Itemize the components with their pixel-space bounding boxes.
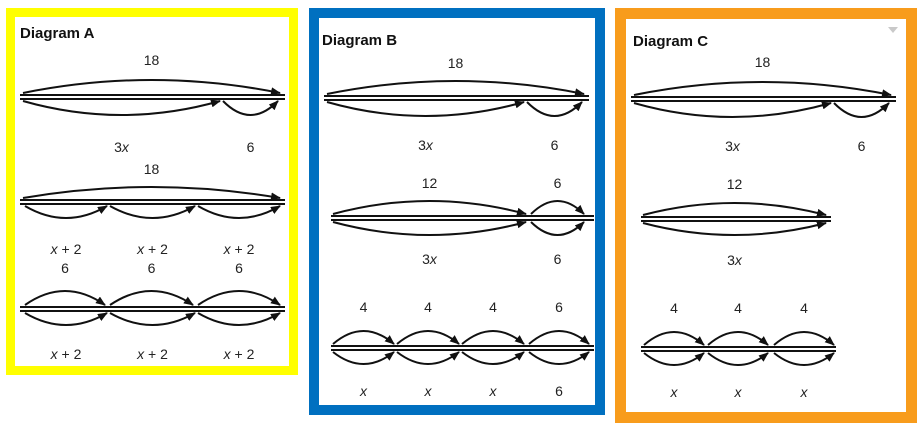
jump-arrow-bottom	[707, 352, 769, 366]
diagram-a-panel: Diagram A 18 3x 6 18 x + 2 x + 2 x + 2 6 6 6 x + 2…	[6, 8, 298, 375]
jump-arrow-bottom	[24, 205, 108, 219]
jump-arrow-bottom	[197, 312, 281, 326]
segment-label: 6	[148, 260, 156, 276]
jump-arrow-bottom	[528, 351, 590, 365]
segment-label: 18	[755, 54, 771, 70]
segment-label: x + 2	[223, 346, 255, 362]
jump-arrow-top	[332, 200, 527, 216]
jump-arrow-top	[633, 81, 892, 98]
jump-arrow-bottom	[526, 101, 583, 117]
jump-arrow-bottom	[109, 205, 196, 219]
jump-arrow-bottom	[332, 351, 395, 365]
segment-label: 3x	[114, 139, 130, 155]
segment-label: 4	[424, 299, 432, 315]
jump-arrow-bottom	[530, 221, 585, 236]
jump-arrow-bottom	[396, 351, 460, 365]
jump-arrow-bottom	[109, 312, 196, 326]
segment-label: 6	[551, 137, 559, 153]
segment-label: 3x	[422, 251, 438, 267]
jump-arrow-bottom	[633, 101, 832, 118]
diagram-a-drawing: 18 3x 6 18 x + 2 x + 2 x + 2 6 6 6 x + 2 x + 2 x + 2	[20, 52, 285, 362]
jump-arrow-bottom	[326, 100, 525, 117]
segment-label: 6	[61, 260, 69, 276]
segment-label: 18	[144, 52, 160, 68]
jump-arrow-top	[396, 330, 460, 345]
segment-label: 3x	[727, 252, 743, 268]
segment-label: x	[670, 384, 679, 400]
segment-label: 4	[800, 300, 808, 316]
diagram-c-drawing: 18 3x 6 12 3x 4 4 4 x x x	[631, 54, 896, 400]
jump-arrow-bottom	[24, 312, 108, 326]
segment-label: 6	[235, 260, 243, 276]
jump-arrow-top	[22, 79, 281, 96]
segment-label: x	[489, 383, 498, 399]
segment-label: x + 2	[223, 241, 255, 257]
diagram-c-panel: Diagram C 18 3x 6 12 3x 4 4 4 x x x	[615, 8, 917, 423]
jump-arrow-bottom	[332, 220, 527, 236]
segment-label: x	[424, 383, 433, 399]
jump-arrow-top	[642, 202, 827, 217]
jump-arrow-bottom	[643, 352, 705, 366]
segment-label: 6	[555, 383, 563, 399]
segment-label: 12	[727, 176, 743, 192]
diagram-c-title: Diagram C	[633, 33, 709, 50]
segment-label: 4	[670, 300, 678, 316]
segment-label: 6	[554, 175, 562, 191]
jump-arrow-top	[530, 200, 585, 215]
segment-label: x + 2	[136, 346, 168, 362]
segment-label: 6	[858, 138, 866, 154]
jump-arrow-top	[109, 290, 194, 306]
segment-label: x	[734, 384, 743, 400]
jump-arrow-top	[24, 290, 106, 306]
jump-arrow-bottom	[22, 99, 221, 116]
jump-arrow-top	[528, 330, 590, 345]
jump-arrow-bottom	[773, 352, 835, 366]
diagram-b-panel: Diagram B 18 3x 6 12 6 3x 6 4 4 4 6 x x x 6	[309, 8, 605, 415]
segment-label: 6	[555, 299, 563, 315]
segment-label: 3x	[418, 137, 434, 153]
segment-label: 18	[448, 55, 464, 71]
segment-label: x + 2	[136, 241, 168, 257]
jump-arrow-top	[326, 80, 585, 97]
segment-label: 3x	[725, 138, 741, 154]
segment-label: 4	[734, 300, 742, 316]
segment-label: 12	[422, 175, 438, 191]
jump-arrow-top	[643, 331, 705, 346]
jump-arrow-top	[707, 331, 769, 346]
jump-arrow-top	[461, 330, 525, 345]
segment-label: x + 2	[50, 241, 82, 257]
segment-label: 18	[144, 161, 160, 177]
diagram-a-title: Diagram A	[20, 25, 95, 42]
jump-arrow-bottom	[461, 351, 525, 365]
segment-label: 6	[554, 251, 562, 267]
dropdown-triangle-icon[interactable]	[888, 27, 898, 33]
jump-arrow-bottom	[642, 221, 827, 236]
jump-arrow-top	[332, 330, 395, 345]
segment-label: x	[800, 384, 809, 400]
diagram-b-title: Diagram B	[322, 32, 398, 49]
jump-arrow-bottom	[197, 205, 281, 219]
diagram-b-drawing: 18 3x 6 12 6 3x 6 4 4 4 6 x x x 6	[324, 55, 594, 399]
jump-arrow-top	[773, 331, 835, 346]
segment-label: 4	[489, 299, 497, 315]
jump-arrow-bottom	[833, 102, 890, 118]
segment-label: 6	[247, 139, 255, 155]
jump-arrow-bottom	[222, 100, 279, 116]
jump-arrow-top	[22, 186, 281, 201]
segment-label: x	[359, 383, 368, 399]
jump-arrow-top	[197, 290, 281, 306]
segment-label: x + 2	[50, 346, 82, 362]
segment-label: 4	[360, 299, 368, 315]
